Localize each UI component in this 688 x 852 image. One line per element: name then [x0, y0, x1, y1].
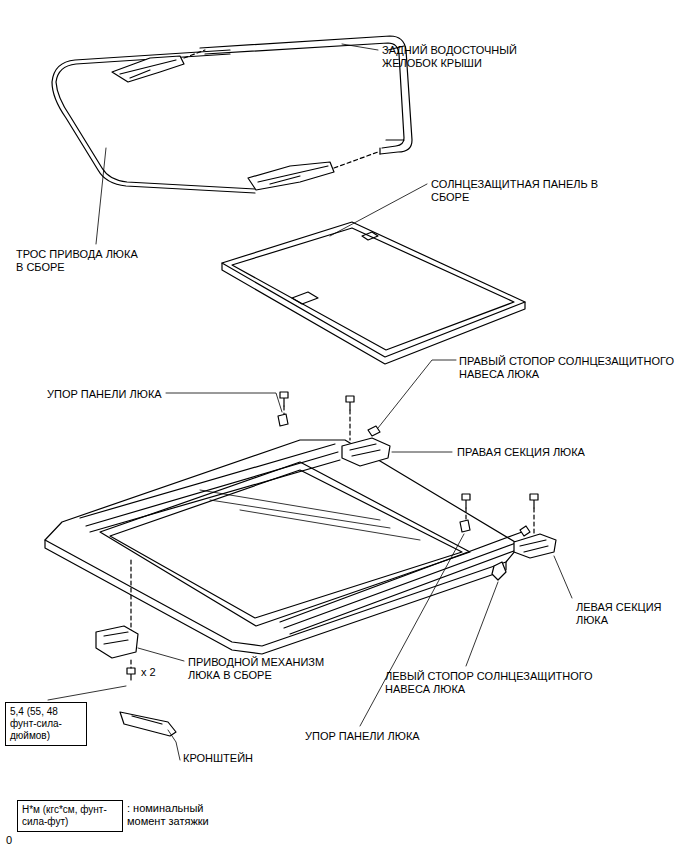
guide-rail — [80, 444, 340, 532]
part-name: ПРАВЫЙ СТОПОР СОЛНЦЕЗАЩИТНОГО НАВЕСА ЛЮК… — [459, 355, 683, 381]
panel-stop — [278, 414, 288, 426]
right-section — [342, 438, 390, 466]
part-name: ЗАДНИЙ ВОДОСТОЧНЫЙ ЖЕЛОБОК КРЫШИ — [382, 44, 532, 70]
quantity-note: x 2 — [141, 666, 171, 679]
dashed-line — [184, 50, 378, 168]
sunshade-panel — [232, 228, 514, 350]
part-name: КРОНШТЕЙН — [183, 752, 283, 765]
part-name: ПРИВОДНОЙ МЕХАНИЗМ ЛЮКА В СБОРЕ — [188, 656, 328, 682]
part-name: УПОР ПАНЕЛИ ЛЮКА — [47, 388, 167, 401]
bracket — [120, 712, 176, 736]
housing-rib — [200, 490, 420, 540]
cable-bracket — [112, 56, 184, 82]
cable-bracket — [120, 60, 176, 78]
cable-bracket — [248, 162, 334, 190]
right-section — [350, 444, 380, 456]
part-name: ЛЕВЫЙ СТОПОР СОЛНЦЕЗАЩИТНОГО НАВЕСА ЛЮКА — [385, 670, 609, 696]
legend-note: : номинальный момент затяжки — [127, 802, 225, 828]
figure-number: 0 — [6, 834, 26, 847]
torque-box: 5,4 (55, 48 фунт-сила-дюймов) — [5, 702, 87, 746]
leader-line — [48, 44, 572, 760]
cable-bracket — [258, 166, 328, 184]
drive-cable — [56, 54, 255, 189]
stopper — [492, 562, 506, 580]
drive-motor — [104, 632, 128, 644]
sunroof-housing — [45, 440, 520, 646]
sunshade-handle — [292, 292, 318, 304]
node-text: Н*м (кгс*см, фунт-сила-фут) — [22, 804, 118, 828]
housing-opening — [110, 470, 462, 618]
part-name: УПОР ПАНЕЛИ ЛЮКА — [305, 730, 425, 743]
bracket — [132, 716, 162, 724]
dashed-line — [131, 406, 534, 668]
sunshade-panel — [222, 222, 525, 357]
left-section — [514, 534, 556, 558]
bolt — [127, 392, 538, 680]
part-name: ПРАВАЯ СЕКЦИЯ ЛЮКА — [457, 446, 617, 459]
drain-trough — [205, 43, 404, 148]
drain-trough — [200, 36, 412, 154]
guide-rail — [280, 532, 524, 634]
part-name: ТРОС ПРИВОДА ЛЮКА В СБОРЕ — [16, 248, 142, 274]
part-name: ЛЕВАЯ СЕКЦИЯ ЛЮКА — [576, 601, 684, 627]
sunshade-detail — [362, 232, 378, 240]
drive-cable — [52, 50, 255, 193]
legend-unit-box: Н*м (кгс*см, фунт-сила-фут) — [17, 800, 123, 832]
part-name: СОЛНЦЕЗАЩИТНАЯ ПАНЕЛЬ В СБОРЕ — [431, 178, 601, 204]
stopper — [520, 526, 530, 536]
drive-motor — [96, 626, 138, 658]
node-text: 5,4 (55, 48 фунт-сила-дюймов) — [10, 706, 82, 742]
panel-stop — [460, 520, 470, 532]
sunshade-panel — [222, 263, 525, 364]
left-section — [520, 540, 548, 552]
